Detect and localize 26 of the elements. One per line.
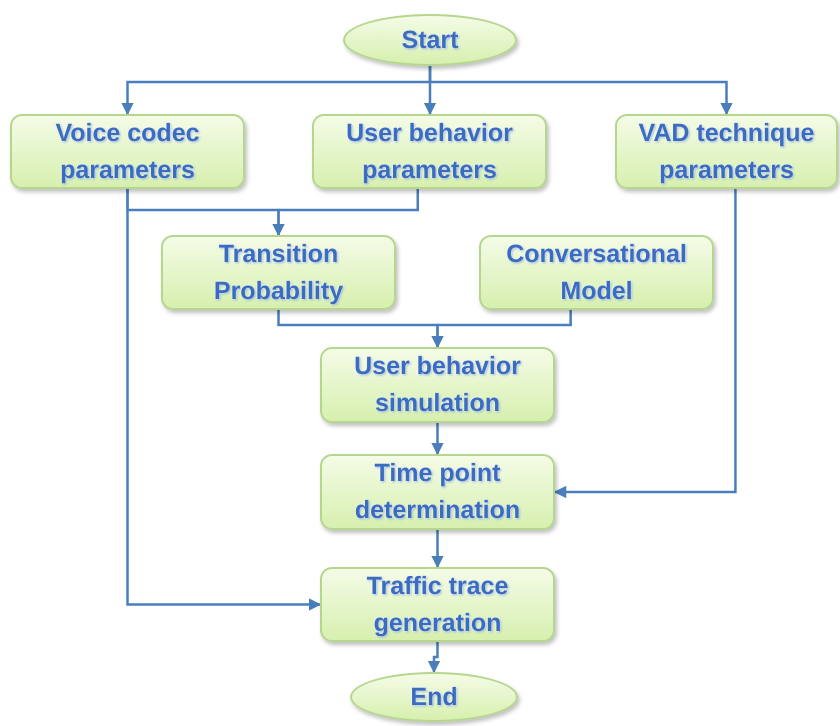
process-box	[479, 235, 714, 310]
process-box	[161, 235, 396, 310]
node-label: Time point determination	[354, 458, 522, 526]
node-label: Start	[402, 24, 458, 56]
process-box	[10, 114, 245, 189]
process-box	[312, 114, 547, 189]
arrow	[554, 189, 737, 498]
process-box	[320, 454, 555, 530]
node-label: VAD technique parameters	[638, 118, 816, 186]
node-label: User behavior simulation	[353, 351, 522, 419]
node-label: Voice codec parameters	[54, 118, 201, 186]
node-label: Transition Probability	[212, 238, 344, 306]
arrow	[428, 642, 440, 674]
arrow	[431, 310, 572, 348]
node-label: Conversational Model	[505, 238, 688, 306]
arrow	[431, 530, 444, 568]
arrow	[428, 66, 733, 116]
node-label: User behavior parameters	[345, 118, 514, 186]
arrow	[272, 189, 419, 236]
node-label: Traffic trace generation	[366, 570, 510, 638]
process-box	[615, 114, 838, 189]
process-box	[320, 567, 555, 642]
node-label: End	[410, 682, 458, 712]
arrow	[126, 189, 322, 611]
arrow	[431, 423, 444, 456]
process-box	[320, 347, 555, 423]
